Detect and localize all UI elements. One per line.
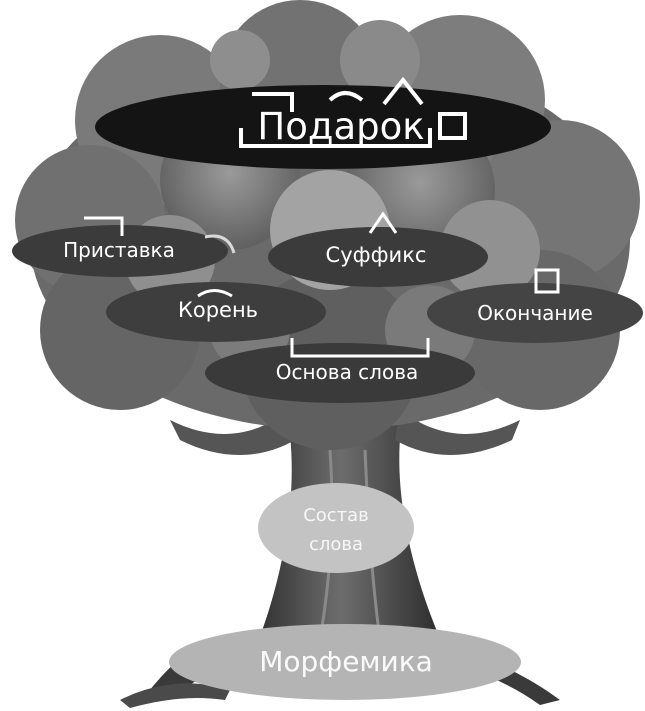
prefix-oval: [12, 225, 228, 277]
composition-oval: [258, 483, 414, 573]
ending-mark: [534, 268, 560, 294]
ending-oval: [427, 283, 643, 343]
stem-oval: [205, 343, 475, 403]
prefix-mark: [84, 216, 124, 236]
composition-label-line1: Состав: [303, 505, 369, 526]
root-oval: [106, 282, 326, 342]
word-label: Подарок: [257, 105, 425, 148]
prefix-label: Приставка: [63, 238, 175, 262]
base-oval: [169, 624, 521, 700]
composition-label-line2: слова: [308, 534, 364, 555]
suffix-oval: [268, 227, 488, 287]
word-morpheme-marks: [239, 76, 467, 148]
root-mark: [197, 289, 233, 298]
root-label: Корень: [177, 298, 259, 322]
ending-label: Окончание: [477, 301, 593, 325]
base-label: Морфемика: [259, 645, 433, 678]
suffix-mark: [368, 211, 398, 234]
word-oval: [95, 85, 551, 169]
stem-label: Основа слова: [275, 360, 419, 384]
root-mark-decor: [204, 234, 236, 254]
suffix-label: Суффикс: [325, 243, 427, 267]
stem-mark: [290, 338, 430, 358]
